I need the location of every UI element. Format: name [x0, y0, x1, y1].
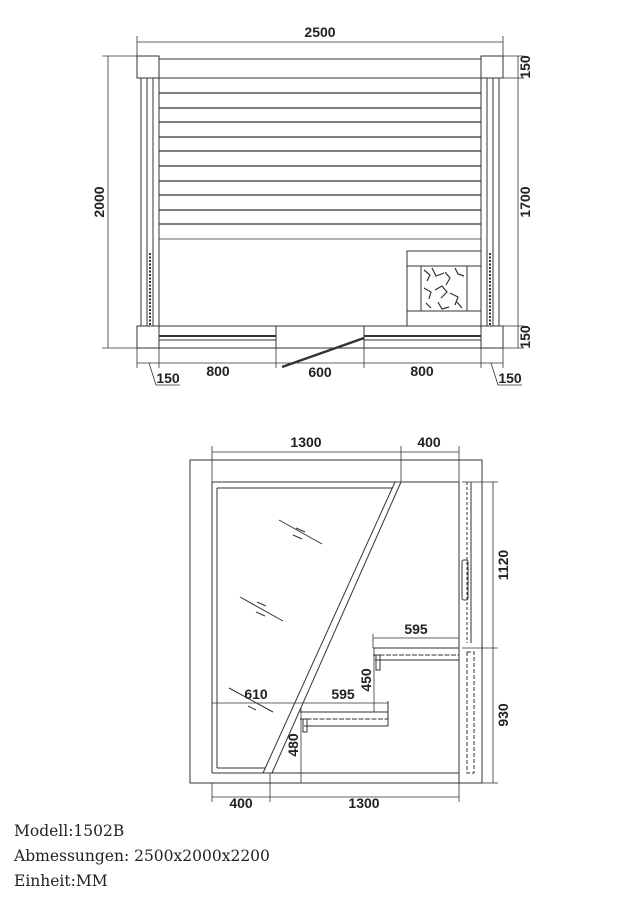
dim-left-glass: 800	[206, 363, 230, 379]
lower-bench	[300, 701, 389, 733]
dim-door: 600	[308, 364, 332, 380]
top-view-plan	[102, 36, 524, 386]
dim-right-post: 150	[498, 370, 522, 386]
door-handle	[461, 559, 469, 601]
front-view-plan	[189, 446, 498, 802]
heater-stones	[420, 265, 468, 312]
dim-depth: 2000	[91, 186, 107, 217]
dim-lower-height: 480	[285, 733, 301, 757]
corner-post	[480, 55, 504, 79]
dim-lower-bench: 595	[331, 686, 355, 702]
dim-bottom-right: 1300	[348, 795, 379, 811]
glass-panel	[228, 481, 402, 774]
dim-side-middle: 1700	[517, 186, 533, 217]
dim-width: 2500	[304, 24, 335, 40]
dim-top-glass: 1300	[290, 434, 321, 450]
wall-slats	[159, 92, 481, 240]
dim-side-top: 150	[517, 55, 533, 79]
model-label: Modell:1502B	[14, 822, 125, 840]
door-swing	[281, 336, 365, 369]
dim-right-glass: 800	[410, 363, 434, 379]
dim-bottom-left: 400	[229, 795, 253, 811]
dim-lower-offset: 610	[244, 686, 268, 702]
dim-left-post: 150	[156, 370, 180, 386]
dim-side-bottom: 150	[517, 325, 533, 349]
corner-post	[136, 325, 160, 349]
dim-step-height: 450	[358, 668, 374, 692]
unit-label: Einheit:MM	[14, 872, 108, 890]
corner-post	[480, 325, 504, 349]
dimensions-label: Abmessungen: 2500x2000x2200	[14, 847, 270, 865]
dim-top-wall: 400	[417, 434, 441, 450]
dim-right-lower: 930	[495, 703, 511, 727]
dim-upper-bench: 595	[404, 621, 428, 637]
dim-right-upper: 1120	[495, 550, 511, 581]
corner-post	[136, 55, 160, 79]
heater	[406, 250, 482, 327]
upper-bench	[373, 647, 459, 671]
